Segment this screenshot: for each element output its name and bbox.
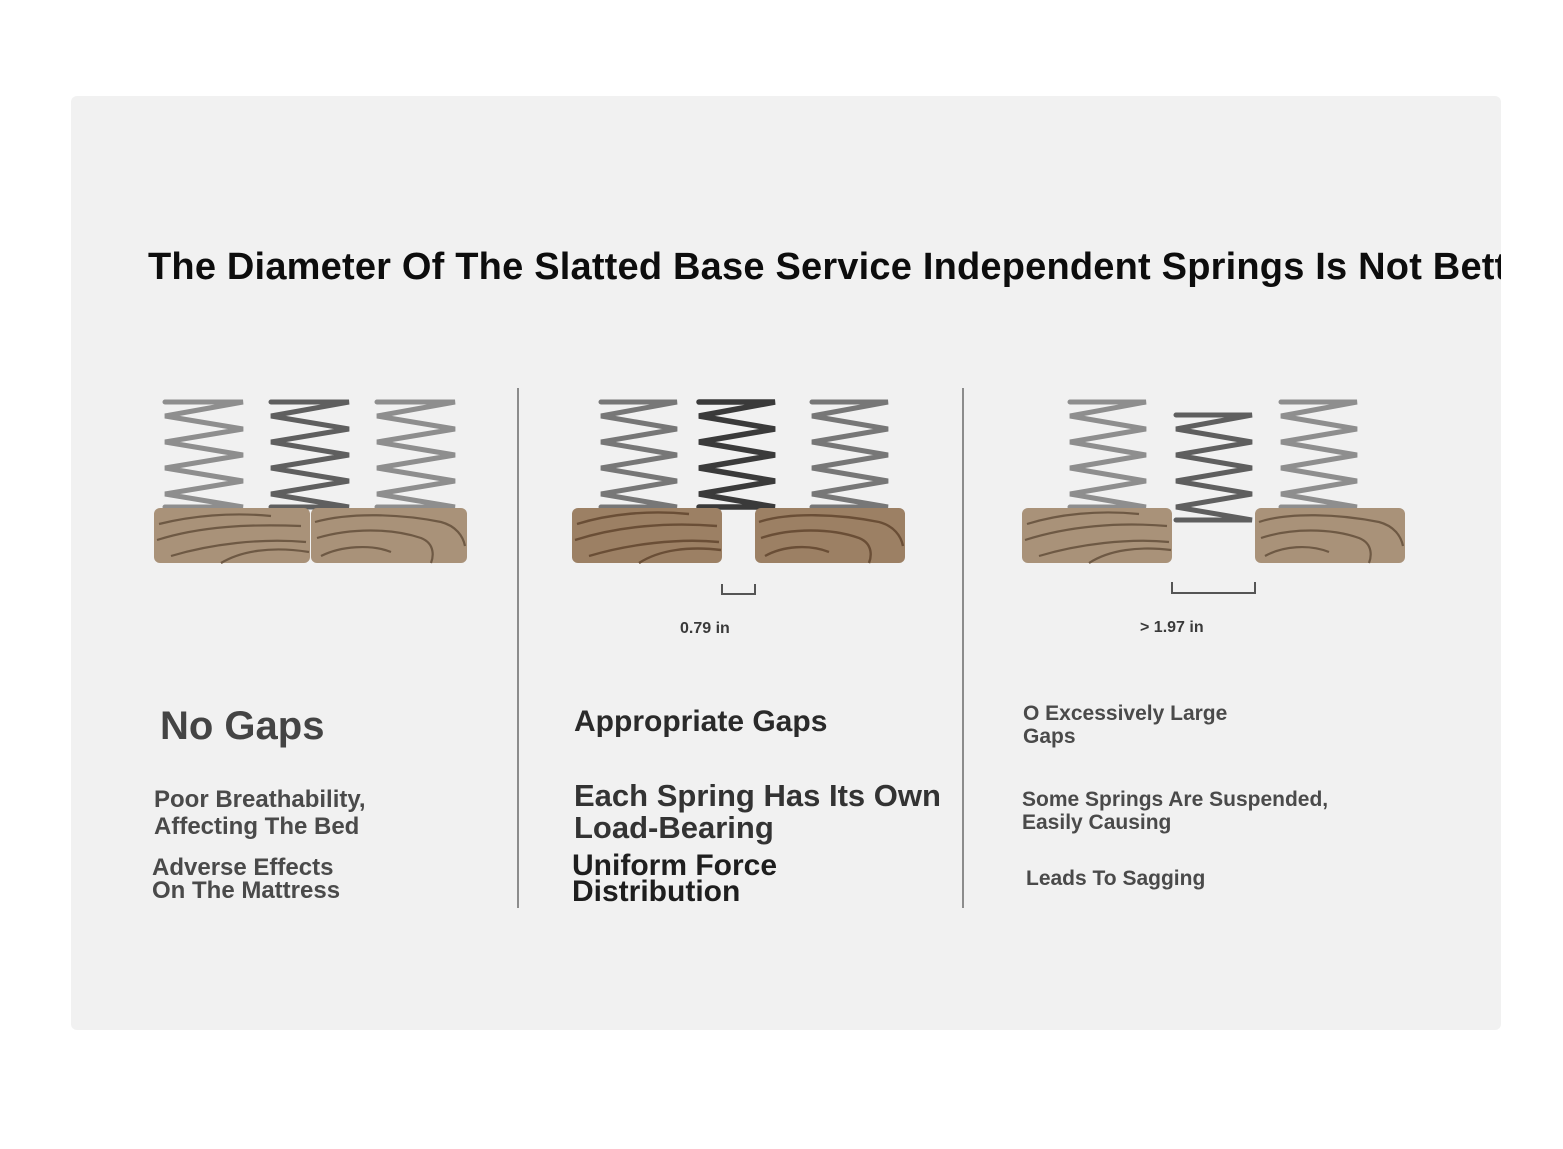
desc-adverse-line1: Adverse Effects bbox=[152, 854, 334, 881]
desc-load-bearing: Each Spring Has Its Own Load-Bearing bbox=[574, 780, 941, 843]
desc-breathability-line2: Affecting The Bed bbox=[154, 813, 360, 841]
spring-right bbox=[374, 399, 456, 510]
wood-slat-right bbox=[755, 508, 905, 564]
spring-right bbox=[1278, 399, 1358, 510]
heading-appropriate-gaps: Appropriate Gaps bbox=[574, 705, 828, 738]
panel-divider-2 bbox=[962, 388, 964, 908]
desc-suspended-line2: Easily Causing bbox=[1022, 811, 1172, 835]
heading-no-gaps: No Gaps bbox=[160, 704, 325, 748]
desc-force-line2: Distribution bbox=[572, 874, 741, 908]
spring-left bbox=[598, 399, 678, 510]
wood-slat-right bbox=[311, 508, 467, 564]
desc-force-distribution: Uniform Force Distribution bbox=[572, 849, 778, 908]
infographic-card: The Diameter Of The Slatted Base Service… bbox=[71, 96, 1501, 1030]
desc-sagging: Leads To Sagging bbox=[1026, 867, 1206, 890]
desc-suspended-line1: Some Springs Are Suspended, bbox=[1022, 788, 1329, 811]
gap-measurement-label: 0.79 in bbox=[680, 620, 730, 637]
spring-middle bbox=[268, 399, 350, 510]
desc-load-bearing-line2: Load-Bearing bbox=[574, 809, 774, 845]
desc-force-line1: Uniform Force bbox=[572, 849, 778, 882]
desc-breathability: Poor Breathability, Affecting The Bed bbox=[154, 786, 366, 840]
appropriate-gaps-illustration bbox=[572, 399, 905, 595]
wood-slat-left bbox=[1022, 508, 1172, 564]
page-title: The Diameter Of The Slatted Base Service… bbox=[148, 246, 1501, 288]
spring-left bbox=[1067, 399, 1147, 510]
spring-middle bbox=[696, 399, 776, 510]
wood-slat-left bbox=[572, 508, 722, 565]
heading-large-gaps: O Excessively Large Gaps bbox=[1023, 702, 1227, 748]
desc-suspended-springs: Some Springs Are Suspended, Easily Causi… bbox=[1022, 788, 1328, 834]
desc-load-bearing-line1: Each Spring Has Its Own bbox=[574, 778, 941, 813]
heading-large-gaps-line2: Gaps bbox=[1023, 725, 1076, 749]
no-gaps-illustration bbox=[154, 399, 467, 564]
panel-divider-1 bbox=[517, 388, 519, 908]
large-gaps-illustration bbox=[1022, 399, 1405, 594]
gap-measurement-label: > 1.97 in bbox=[1140, 619, 1204, 636]
spring-left bbox=[162, 399, 244, 510]
spring-middle-suspended bbox=[1173, 412, 1253, 523]
wood-slat-right bbox=[1255, 508, 1405, 564]
wood-slat-left bbox=[154, 508, 310, 564]
heading-large-gaps-line1: O Excessively Large bbox=[1023, 702, 1228, 725]
desc-adverse-effects: Adverse Effects On The Mattress bbox=[152, 854, 341, 904]
desc-breathability-line1: Poor Breathability, bbox=[154, 786, 366, 813]
desc-adverse-line2: On The Mattress bbox=[152, 876, 341, 904]
gap-bracket bbox=[721, 584, 756, 595]
gap-bracket bbox=[1171, 582, 1256, 594]
spring-right bbox=[809, 399, 889, 510]
